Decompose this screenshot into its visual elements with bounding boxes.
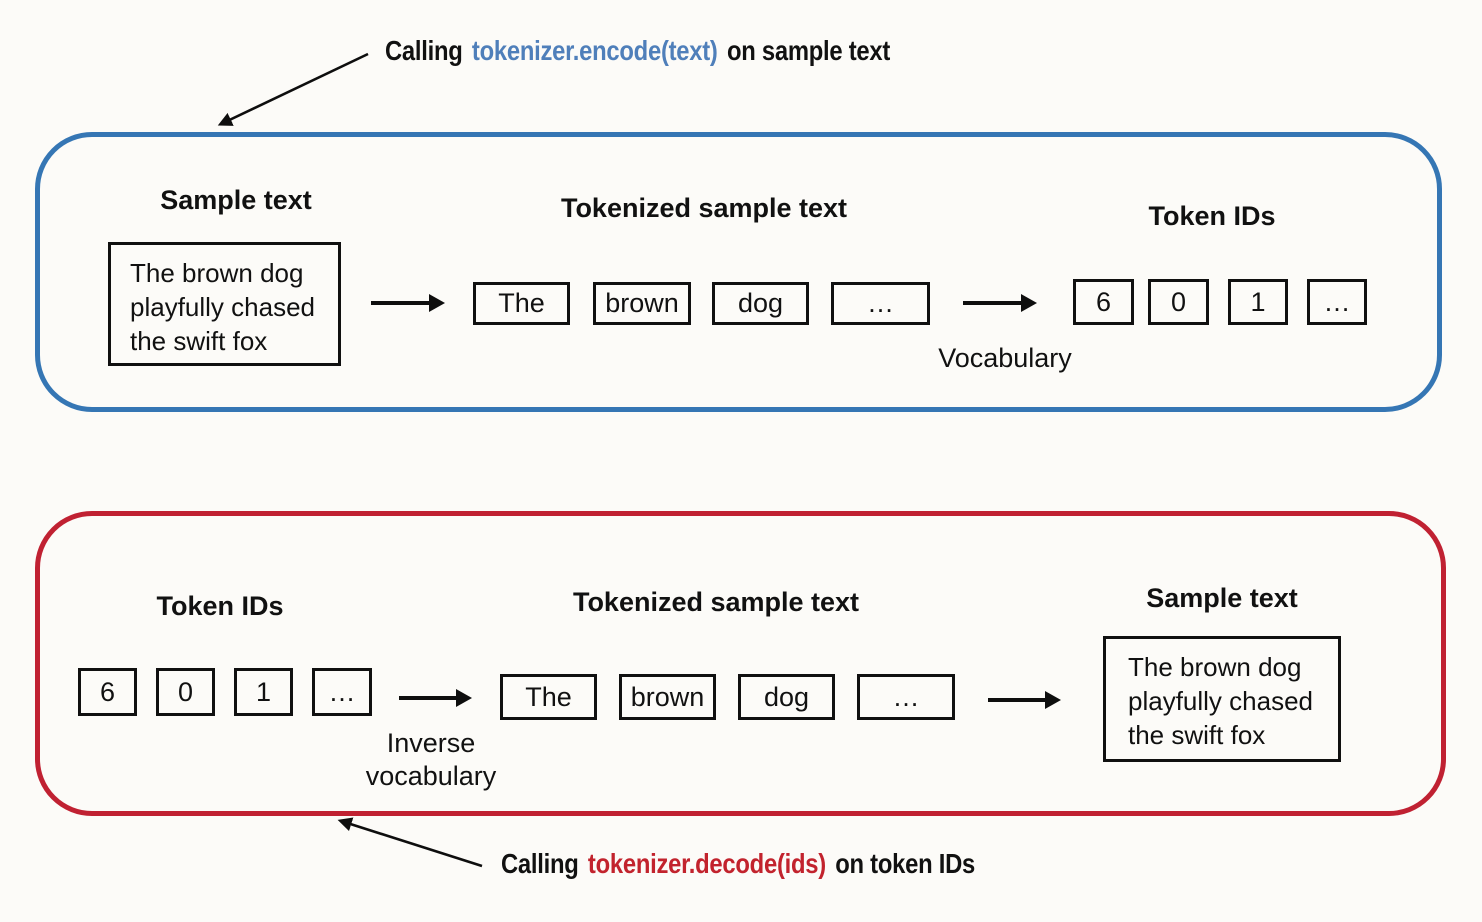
encode-tokenized-title: Tokenized sample text [560, 193, 848, 223]
encode-arrow-1 [371, 301, 429, 305]
vocabulary-label: Vocabulary [938, 343, 1072, 373]
token-box: brown [619, 674, 716, 720]
encode-sample-text-box: The brown dog playfully chased the swift… [108, 242, 341, 366]
token-id-box: 1 [1228, 279, 1288, 325]
decode-caption-arrow [337, 817, 483, 868]
encode-caption: Calling tokenizer.encode(text) on sample… [385, 35, 890, 67]
decode-panel [35, 511, 1446, 816]
encode-panel [35, 132, 1442, 412]
inverse-vocabulary-label: Inverse vocabulary [365, 728, 497, 791]
token-id-box-ellipsis: … [312, 668, 372, 716]
token-id-box: 0 [156, 668, 215, 716]
encode-caption-arrow [217, 52, 369, 126]
token-box: The [473, 282, 570, 325]
token-box: dog [712, 282, 809, 325]
decode-caption-prefix: Calling [501, 848, 579, 879]
encode-caption-prefix: Calling [385, 35, 463, 66]
decode-arrow-2 [988, 698, 1045, 702]
token-box: The [500, 674, 597, 720]
decode-tokenized-title: Tokenized sample text [572, 587, 860, 617]
token-id-box: 1 [234, 668, 293, 716]
token-box: dog [738, 674, 835, 720]
decode-sample-text-title: Sample text [1146, 583, 1298, 613]
decode-caption-suffix: on token IDs [835, 848, 976, 879]
decode-caption: Calling tokenizer.decode(ids) on token I… [501, 848, 975, 880]
token-box-ellipsis: … [831, 282, 930, 325]
token-id-box: 0 [1148, 279, 1209, 325]
token-id-box: 6 [1073, 279, 1134, 325]
decode-caption-code: tokenizer.decode(ids) [587, 848, 826, 879]
decode-arrow-1 [399, 696, 456, 700]
encode-sample-text-title: Sample text [160, 185, 312, 215]
encode-arrow-2 [963, 301, 1021, 305]
encode-token-ids-title: Token IDs [1148, 201, 1276, 231]
token-box-ellipsis: … [857, 674, 955, 720]
encode-caption-suffix: on sample text [726, 35, 891, 66]
encode-caption-code: tokenizer.encode(text) [471, 35, 718, 66]
decode-token-ids-title: Token IDs [156, 591, 284, 621]
token-id-box: 6 [78, 668, 137, 716]
token-box: brown [593, 282, 691, 325]
decode-sample-text-box: The brown dog playfully chased the swift… [1103, 636, 1341, 762]
token-id-box-ellipsis: … [1307, 279, 1367, 325]
